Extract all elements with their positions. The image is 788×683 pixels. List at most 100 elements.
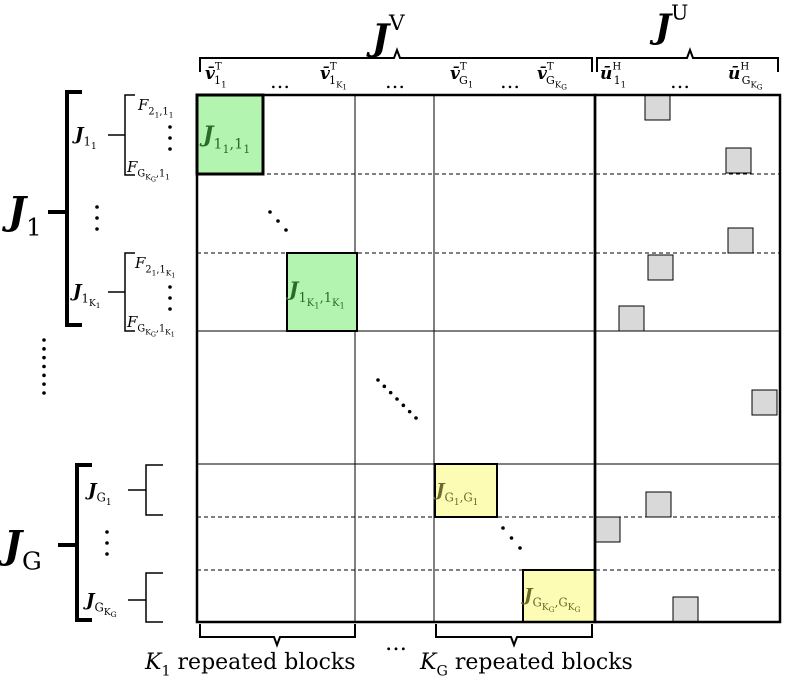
vertical-dots	[168, 147, 172, 151]
label-part: K	[542, 603, 549, 613]
diagonal-dots	[395, 397, 399, 401]
label-part: H	[740, 62, 749, 73]
label-part: 1	[161, 664, 170, 680]
diagonal-dots	[501, 526, 505, 530]
vertical-dots	[168, 296, 172, 300]
label-part: 1	[614, 74, 621, 87]
label-part: G	[137, 324, 145, 335]
label-part: K	[419, 650, 438, 675]
label-part: G	[742, 74, 751, 87]
label-part: J	[199, 122, 215, 148]
block-j-1k-1k	[286, 252, 358, 332]
diagonal-dots	[509, 536, 514, 540]
j1-bracket	[65, 90, 82, 327]
label-part: ,1	[156, 324, 165, 335]
label-part: 1	[82, 291, 89, 305]
column-label: …	[500, 69, 520, 93]
label-part: 1	[221, 81, 226, 91]
label-part: K	[145, 328, 151, 337]
ju-border	[593, 93, 782, 624]
label-part: K	[568, 603, 575, 613]
diagonal-dots	[388, 390, 393, 395]
u-block	[725, 147, 752, 174]
vertical-dots	[42, 391, 46, 395]
label-part: H	[612, 62, 621, 73]
vertical-dots	[105, 530, 109, 534]
label-part: J	[521, 585, 534, 606]
j1-k1-label: J1K1	[70, 281, 101, 310]
label-part: 1	[342, 83, 347, 92]
u-block	[672, 596, 699, 623]
vertical-dots	[168, 125, 172, 129]
label-part: 1	[621, 81, 626, 91]
label-part: v̄	[320, 64, 331, 84]
jg-bracket	[75, 463, 92, 622]
label-part: v̄	[450, 64, 461, 84]
label-part: 1	[298, 291, 306, 306]
label-part: G	[533, 595, 542, 609]
label-part: G	[561, 83, 567, 92]
jv-label: JV	[366, 11, 405, 59]
label-part: …	[385, 631, 407, 656]
label-part: repeated blocks	[448, 650, 633, 675]
label-part: G	[97, 490, 106, 504]
diagonal-dots	[382, 384, 387, 389]
label-part: 1	[165, 173, 170, 182]
label-part: 1	[314, 300, 319, 310]
label-part: 2	[148, 107, 154, 118]
vertical-dots	[105, 552, 109, 556]
diagonal-dots	[376, 378, 380, 382]
label-part: K	[104, 608, 111, 618]
label-part: v̄	[205, 64, 216, 84]
label-part: F	[126, 313, 138, 331]
label-part: G	[459, 74, 468, 87]
kg-label: KG repeated blocks	[419, 650, 633, 680]
f-label: FGKG,1K1	[126, 313, 175, 338]
sub-bracket	[145, 572, 163, 623]
label-part: ,1	[320, 291, 332, 306]
block-label: J11,11	[199, 122, 250, 156]
bottom-dots: …	[385, 631, 407, 656]
label-part: K	[144, 650, 163, 675]
label-part: ,1	[156, 169, 165, 180]
label-part: repeated blocks	[171, 650, 356, 675]
column-label: …	[670, 69, 690, 93]
label-part: K	[750, 81, 757, 91]
label-part: 1	[329, 74, 336, 87]
label-part: V	[388, 11, 405, 36]
label-part: J	[649, 7, 673, 47]
label-part: …	[670, 69, 690, 93]
label-part: 1	[213, 137, 222, 153]
label-part: F	[126, 158, 138, 176]
f-label: FGKG,11	[126, 158, 170, 183]
label-part: J	[70, 281, 83, 302]
vertical-dots	[168, 285, 172, 289]
label-part: T	[330, 62, 337, 73]
block-j-g1-g1	[434, 463, 498, 518]
vertical-dots	[42, 373, 46, 378]
label-part: J	[285, 277, 300, 301]
label-part: K	[89, 299, 96, 309]
vertical-dots	[42, 364, 46, 369]
j1-label: J1	[2, 188, 42, 241]
vertical-dots	[95, 216, 99, 220]
k1-brace	[199, 624, 356, 648]
label-part: G	[445, 490, 454, 504]
diagonal-dots	[276, 219, 280, 223]
label-part: 1	[223, 143, 230, 156]
label-part: F	[137, 96, 149, 114]
label-part: ,1	[230, 137, 244, 153]
label-part: 1	[84, 134, 91, 148]
label-part: G	[549, 605, 555, 614]
label-part: G	[95, 600, 104, 614]
label-part: 1	[169, 111, 174, 120]
label-part: J	[366, 17, 391, 59]
vertical-dots	[105, 541, 109, 545]
label-part: 1	[106, 498, 112, 508]
diagonal-dots	[284, 228, 288, 232]
